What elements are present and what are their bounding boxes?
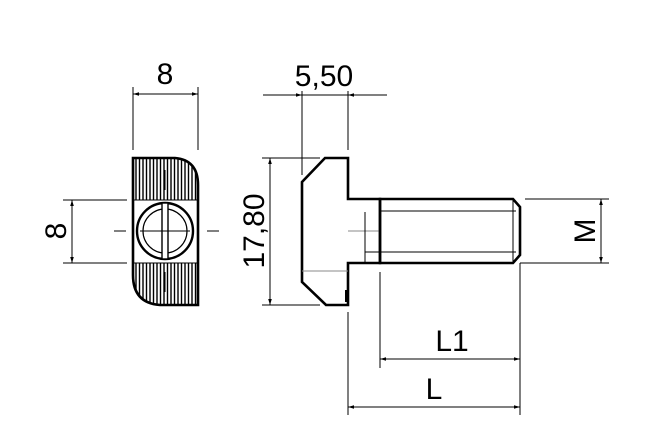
threaded-shank xyxy=(378,197,522,265)
dimension-slot-height-label: 8 xyxy=(40,223,73,240)
dimension-head-height: 17,80 xyxy=(238,157,320,306)
end-view: 8 8 xyxy=(40,58,219,307)
dimension-slot-height: 8 xyxy=(40,199,127,264)
dimension-total-length: L xyxy=(347,312,520,415)
dimension-thread-diameter-label: M xyxy=(569,219,602,244)
dimension-thread-length: L1 xyxy=(379,272,520,368)
dimension-thread-length-label: L1 xyxy=(435,325,468,358)
side-view: 5,50 17,80 M L1 L xyxy=(238,60,609,415)
dimension-thread-diameter: M xyxy=(519,198,609,415)
dimension-width-label: 8 xyxy=(157,58,174,91)
dimension-head-width-label: 5,50 xyxy=(295,60,353,93)
bolt-head xyxy=(300,156,382,307)
dimension-width: 8 xyxy=(132,58,199,150)
dimension-head-width: 5,50 xyxy=(263,60,387,175)
dimension-head-height-label: 17,80 xyxy=(238,193,271,268)
dimension-total-length-label: L xyxy=(426,373,443,406)
center-lines xyxy=(114,170,219,292)
